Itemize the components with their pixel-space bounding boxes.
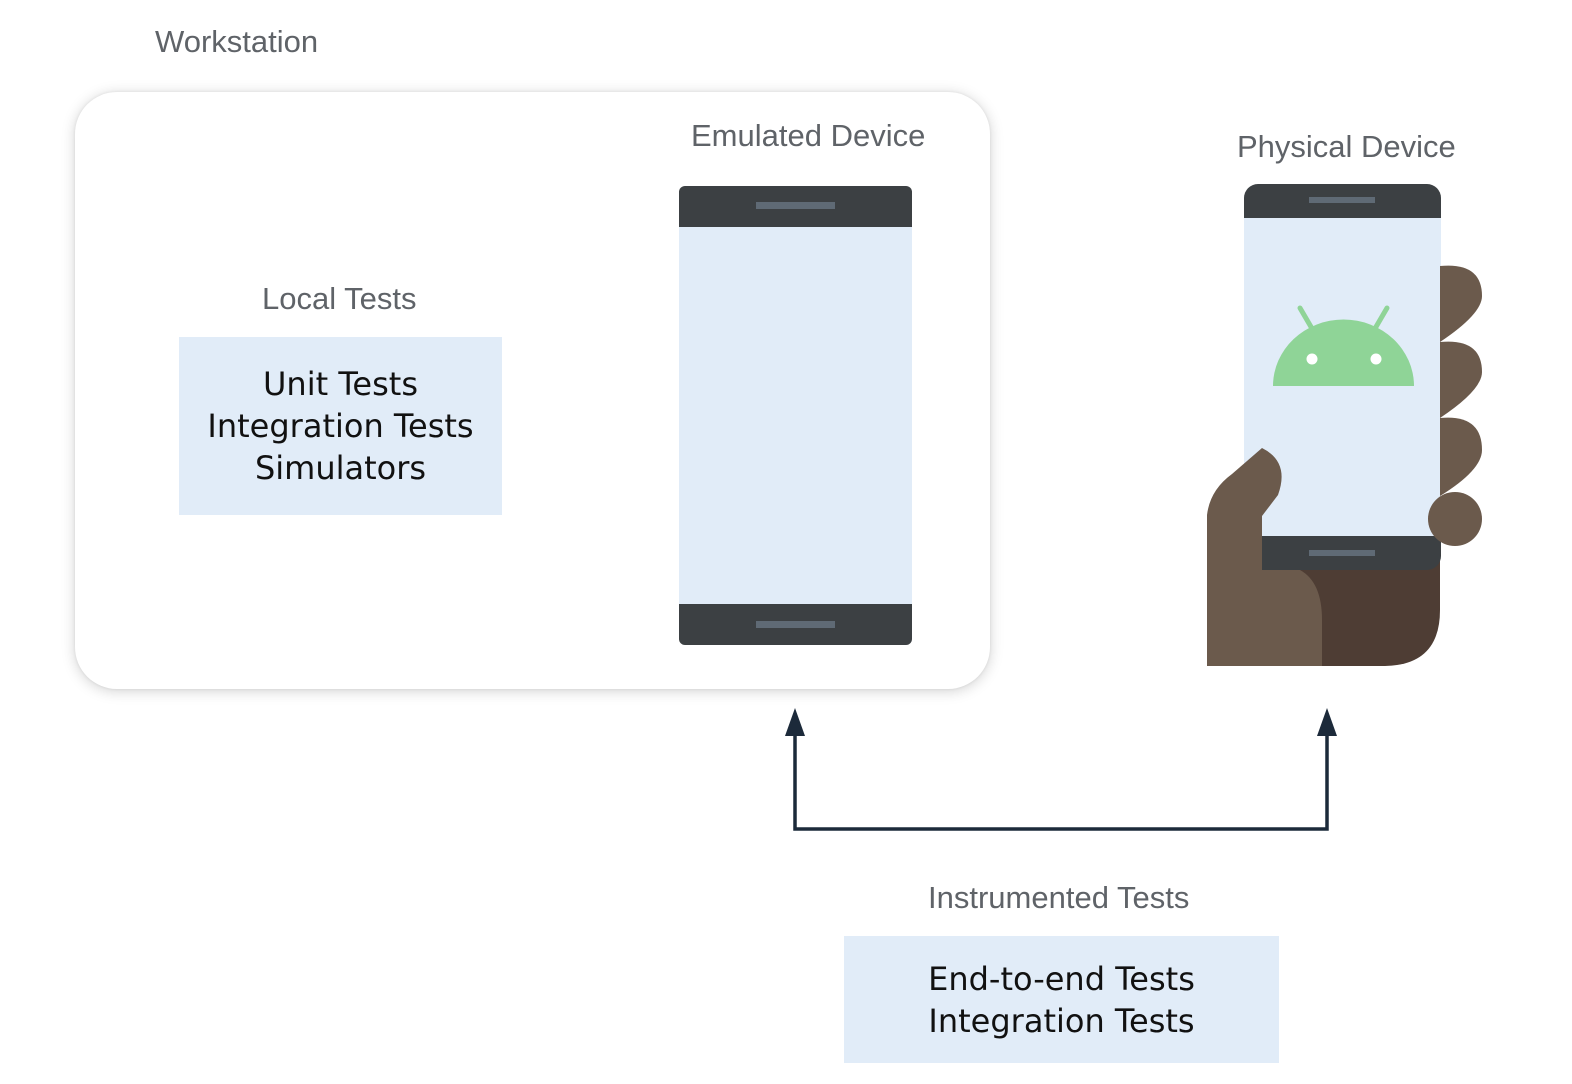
emulated-phone-icon <box>679 186 912 645</box>
local-test-item: Integration Tests <box>207 407 474 445</box>
local-tests-label: Local Tests <box>262 281 417 316</box>
workstation-label: Workstation <box>155 24 319 59</box>
local-test-item: Unit Tests <box>263 365 418 403</box>
local-test-item: Simulators <box>254 449 427 487</box>
instrumented-tests-connector <box>785 708 1337 831</box>
arrow-up-icon <box>785 708 805 736</box>
local-tests-box: Unit Tests Integration Tests Simulators <box>179 337 502 515</box>
instrumented-tests-box: End-to-end Tests Integration Tests <box>844 936 1279 1063</box>
android-robot-icon <box>1273 305 1414 386</box>
instrumented-tests-label: Instrumented Tests <box>928 880 1190 915</box>
physical-phone-icon <box>1207 184 1482 666</box>
physical-device-label: Physical Device <box>1237 129 1456 164</box>
emulated-device-label: Emulated Device <box>691 118 926 153</box>
instrumented-test-item: Integration Tests <box>928 1001 1195 1040</box>
arrow-up-icon <box>1317 708 1337 736</box>
instrumented-test-item: End-to-end Tests <box>928 959 1195 998</box>
